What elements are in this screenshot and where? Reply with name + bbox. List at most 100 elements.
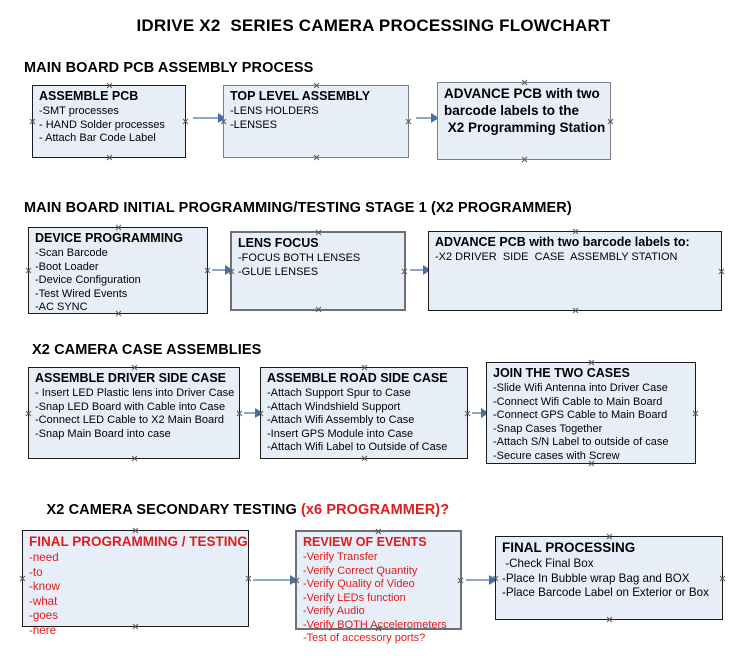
arrow-head [218, 113, 226, 123]
node-final-processing[interactable]: FINAL PROCESSING -Check Final Box -Place… [495, 536, 723, 620]
connection-point-bottom [313, 154, 320, 161]
node-advance-pcb-driver-side-case[interactable]: ADVANCE PCB with two barcode labels to: … [428, 231, 722, 311]
node-title: ASSEMBLE PCB [39, 89, 139, 103]
connection-point-top [131, 364, 138, 371]
connection-point-bottom [572, 307, 579, 314]
connection-point-left [293, 577, 300, 584]
connection-point-top [313, 82, 320, 89]
node-title: ASSEMBLE DRIVER SIDE CASE [35, 371, 227, 385]
section-heading-4: X2 CAMERA SECONDARY TESTING (x6 PROGRAMM… [30, 486, 450, 534]
node-title: ADVANCE PCB with two barcode labels to: [435, 235, 690, 249]
node-line: -to [29, 565, 43, 579]
node-line: -Secure cases with Screw [493, 449, 620, 462]
arrow-shaft [253, 579, 297, 581]
section-heading-2: MAIN BOARD INITIAL PROGRAMMING/TESTING S… [24, 200, 572, 216]
connection-point-top [588, 359, 595, 366]
node-line: -know [29, 580, 60, 593]
arrow-shaft [212, 269, 232, 271]
node-line: -need [29, 551, 59, 564]
node-line: - HAND Solder processes [39, 118, 165, 131]
node-assemble-pcb[interactable]: ASSEMBLE PCB -SMT processes - HAND Solde… [32, 85, 186, 158]
node-line: - Insert LED Plastic lens into Driver Ca… [35, 387, 235, 399]
connection-point-top [315, 229, 322, 236]
node-line: -Verify Quality of Video [303, 578, 415, 590]
node-line: -Attach Support Spur to Case [267, 387, 411, 399]
node-line: -Snap LED Board with Cable into Case [35, 400, 226, 413]
connection-point-top [115, 224, 122, 231]
node-join-the-two-cases[interactable]: JOIN THE TWO CASES -Slide Wifi Antenna i… [486, 362, 696, 464]
connection-point-bottom [131, 455, 138, 462]
node-advance-pcb-programming-station[interactable]: ADVANCE PCB with two barcode labels to t… [437, 82, 611, 160]
node-line: -Insert GPS Module into Case [267, 427, 414, 440]
node-line: -Connect GPS Cable to Main Board [493, 409, 668, 421]
node-line: -Snap Cases Together [493, 422, 603, 435]
node-assemble-road-side-case[interactable]: ASSEMBLE ROAD SIDE CASE -Attach Support … [260, 367, 468, 459]
arrow-head [431, 113, 439, 123]
arrow-shaft [244, 412, 262, 414]
node-line: -LENSES [230, 118, 278, 131]
connection-point-bottom [315, 306, 322, 313]
node-device-programming[interactable]: DEVICE PROGRAMMING -Scan Barcode -Boot L… [28, 227, 208, 314]
section-heading-1: MAIN BOARD PCB ASSEMBLY PROCESS [24, 60, 314, 76]
node-line: -goes [29, 609, 59, 622]
section-heading-3: X2 CAMERA CASE ASSEMBLIES [32, 342, 262, 358]
node-line: -Verify Transfer [303, 551, 378, 563]
node-line: -Attach Windshield Support [267, 400, 401, 413]
arrow-shaft [466, 579, 496, 581]
connector-arrow [410, 265, 431, 275]
arrow-head [489, 575, 497, 585]
connection-point-top [572, 228, 579, 235]
connector-arrow [466, 575, 497, 585]
connector-arrow [244, 408, 263, 418]
connection-point-right [718, 268, 725, 275]
connection-point-right [401, 268, 408, 275]
connection-point-bottom [361, 455, 368, 462]
connection-point-right [405, 118, 412, 125]
node-line: -Attach S/N Label to outside of case [493, 436, 669, 448]
node-title: LENS FOCUS [238, 236, 319, 250]
arrow-shaft [193, 117, 225, 119]
connection-point-right [245, 575, 252, 582]
node-line: barcode labels to the [444, 103, 580, 118]
node-assemble-driver-side-case[interactable]: ASSEMBLE DRIVER SIDE CASE - Insert LED P… [28, 367, 240, 459]
node-top-level-assembly[interactable]: TOP LEVEL ASSEMBLY -LENS HOLDERS -LENSES [223, 85, 409, 158]
node-line: X2 Programming Station [444, 120, 606, 135]
node-lens-focus[interactable]: LENS FOCUS -FOCUS BOTH LENSES -GLUE LENS… [230, 231, 406, 311]
arrow-shaft [416, 117, 438, 119]
arrow-head [481, 408, 489, 418]
node-line: -Attach Wifi Assembly to Case [267, 414, 415, 426]
arrow-shaft [410, 269, 430, 271]
node-line: -Slide Wifi Antenna into Driver Case [493, 382, 668, 394]
node-title: TOP LEVEL ASSEMBLY [230, 89, 371, 103]
node-line: -Device Configuration [35, 274, 141, 286]
connection-point-top [375, 528, 382, 535]
node-title: ADVANCE PCB with two [444, 86, 600, 101]
node-line: -Scan Barcode [35, 247, 108, 259]
connection-point-left [19, 575, 26, 582]
node-title: JOIN THE TWO CASES [493, 366, 630, 380]
node-line: -Snap Main Board into case [35, 427, 171, 440]
node-line: -X2 DRIVER SIDE CASE ASSEMBLY STATION [435, 251, 678, 263]
node-final-programming-testing[interactable]: FINAL PROGRAMMING / TESTING -need -to -k… [19, 530, 252, 637]
connector-arrow [193, 113, 226, 123]
connector-arrow [253, 575, 298, 585]
section-heading-4-main: X2 CAMERA SECONDARY TESTING [46, 502, 301, 518]
connector-arrow [472, 408, 489, 418]
connector-arrow [212, 265, 233, 275]
connection-point-right [719, 575, 726, 582]
node-review-of-events[interactable]: REVIEW OF EVENTS -Verify Transfer -Verif… [293, 528, 464, 644]
node-line: -Place In Bubble wrap Bag and BOX [502, 571, 690, 585]
node-line: -what [29, 594, 58, 608]
node-line: -GLUE LENSES [238, 265, 319, 278]
node-line: - Attach Bar Code Label [39, 132, 156, 144]
node-line: -Place Barcode Label on Exterior or Box [502, 586, 709, 599]
node-line: -FOCUS BOTH LENSES [238, 252, 361, 264]
connection-point-right [464, 410, 471, 417]
node-title: REVIEW OF EVENTS [303, 535, 427, 549]
connection-point-right [457, 577, 464, 584]
connection-point-right [607, 118, 614, 125]
node-line: -Verify BOTH Accelerometers [303, 618, 447, 631]
arrow-head [225, 265, 233, 275]
node-title: ASSEMBLE ROAD SIDE CASE [267, 371, 448, 385]
